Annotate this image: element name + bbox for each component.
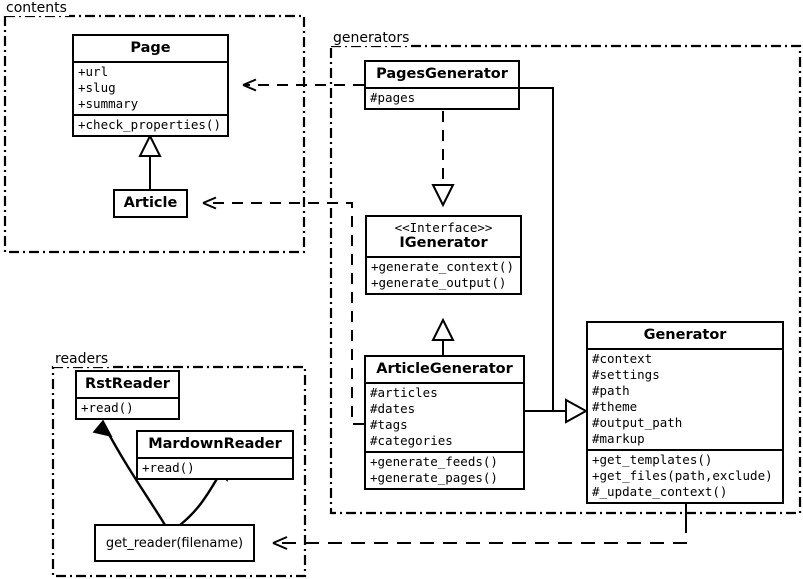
class-operations-page: +check_properties() — [74, 114, 227, 135]
operation-row: +generate_feeds() — [370, 454, 498, 469]
realization-pagesgenerator-to-igenerator — [431, 111, 455, 208]
attribute-row: #path — [592, 383, 630, 398]
class-operations-igenerator: +generate_context() +generate_output() — [367, 256, 520, 293]
operation-row: +get_files(path,exclude) — [592, 468, 773, 483]
generalization-articlegenerator-to-igenerator — [431, 317, 455, 355]
attribute-row: #pages — [370, 90, 416, 105]
class-name-page: Page — [130, 40, 171, 56]
operation-row: +read() — [81, 400, 134, 415]
generalization-article-to-page — [138, 133, 162, 189]
operation-row: +get_templates() — [592, 452, 713, 467]
operation-row: +read() — [142, 460, 195, 475]
attribute-row: #dates — [370, 401, 416, 416]
class-name-articlegenerator: ArticleGenerator — [376, 361, 513, 377]
class-attributes-pagesgenerator: #pages — [366, 87, 518, 108]
class-name-igenerator: IGenerator — [399, 235, 488, 251]
class-box-page[interactable]: Page +url +slug +summary +check_properti… — [72, 34, 229, 137]
class-attributes-page: +url +slug +summary — [74, 61, 227, 114]
attribute-row: #output_path — [592, 415, 683, 430]
class-operations-articlegenerator: +generate_feeds() +generate_pages() — [366, 451, 523, 488]
attribute-row: +slug — [78, 80, 116, 95]
operation-row: +check_properties() — [78, 117, 221, 132]
class-name-pagesgenerator: PagesGenerator — [376, 66, 508, 82]
attribute-row: #tags — [370, 417, 408, 432]
operation-row: +generate_pages() — [370, 470, 498, 485]
class-box-article[interactable]: Article — [113, 189, 188, 218]
attribute-row: #theme — [592, 399, 638, 414]
class-box-igenerator[interactable]: <<Interface>> IGenerator +generate_conte… — [365, 215, 522, 295]
package-label-contents: contents — [4, 0, 69, 16]
operation-row: +generate_output() — [371, 275, 507, 290]
attribute-row: #categories — [370, 433, 453, 448]
class-name-article: Article — [123, 195, 178, 211]
operation-row: +generate_context() — [371, 259, 514, 274]
class-attributes-generator: #context #settings #path #theme #output_… — [588, 348, 782, 449]
attribute-row: #settings — [592, 367, 660, 382]
attribute-row: +url — [78, 64, 109, 79]
class-box-rstreader[interactable]: RstReader +read() — [75, 370, 180, 420]
attribute-row: #markup — [592, 431, 645, 446]
class-operations-generator: +get_templates() +get_files(path,exclude… — [588, 449, 782, 502]
class-box-articlegenerator[interactable]: ArticleGenerator #articles #dates #tags … — [364, 355, 525, 490]
function-box-get-reader[interactable]: get_reader(filename) — [94, 524, 255, 562]
dependency-articlegenerator-to-article — [202, 196, 364, 425]
dependency-pagesgenerator-to-page — [242, 78, 364, 92]
attribute-row: #articles — [370, 385, 438, 400]
generalization-generators-to-generator — [520, 87, 589, 424]
class-name-mardownreader: MardownReader — [148, 436, 282, 452]
package-label-generators: generators — [331, 30, 412, 46]
operation-row: #_update_context() — [592, 484, 728, 499]
class-name-rstreader: RstReader — [85, 376, 170, 392]
class-name-generator: Generator — [643, 327, 727, 343]
class-operations-mardownreader: +read() — [138, 457, 292, 478]
class-operations-rstreader: +read() — [77, 397, 178, 418]
attribute-row: +summary — [78, 96, 139, 111]
class-box-pagesgenerator[interactable]: PagesGenerator #pages — [364, 60, 520, 110]
class-attributes-articlegenerator: #articles #dates #tags #categories — [366, 382, 523, 451]
class-box-mardownreader[interactable]: MardownReader +read() — [136, 430, 294, 480]
class-box-generator[interactable]: Generator #context #settings #path #them… — [586, 321, 784, 504]
class-stereotype-igenerator: <<Interface>> — [394, 220, 493, 235]
package-label-readers: readers — [53, 351, 111, 367]
attribute-row: #context — [592, 351, 653, 366]
